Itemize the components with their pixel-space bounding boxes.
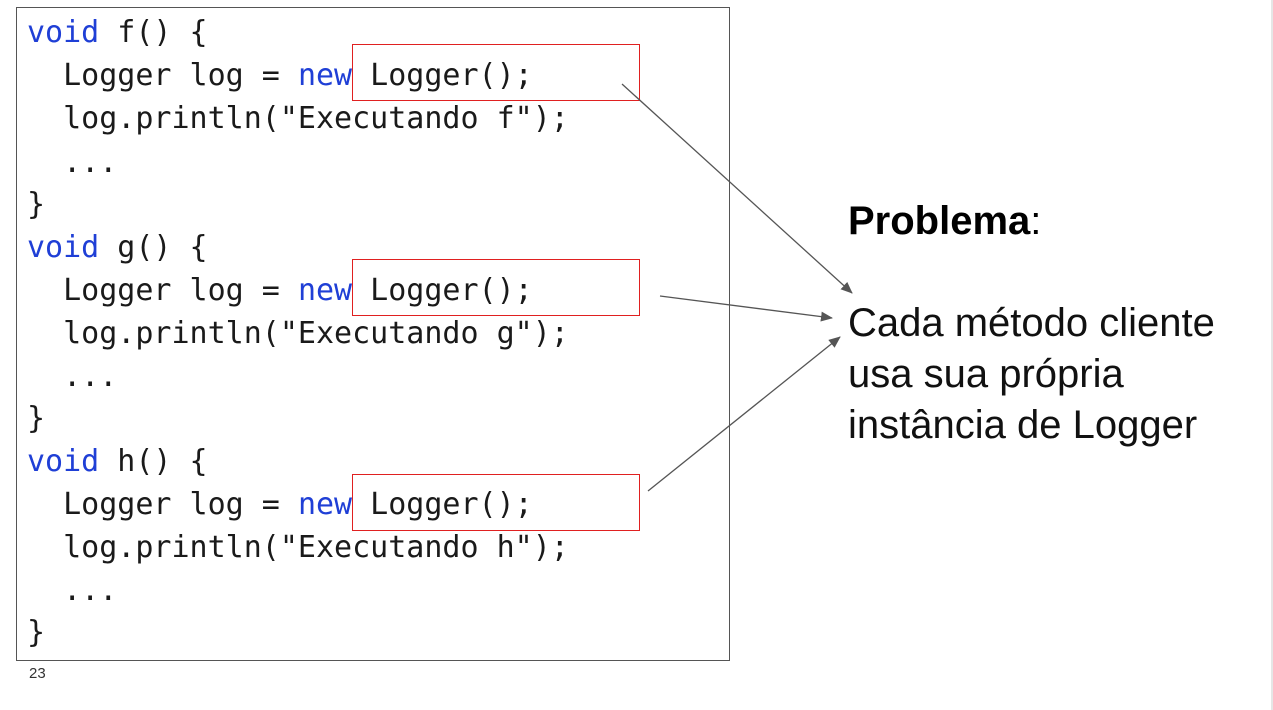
code-line: Logger log = new Logger(); [27,54,533,97]
code-line: ... [27,569,117,612]
code-line: Logger log = new Logger(); [27,269,533,312]
code-text: Logger(); [352,273,533,308]
code-text: log.println("Executando g"); [27,316,569,351]
code-line: ... [27,355,117,398]
code-keyword: void [27,444,100,479]
code-text: log.println("Executando f"); [27,101,569,136]
code-line: void f() { [27,11,208,54]
code-text: ... [27,573,118,608]
arrow-from-h [647,336,841,492]
code-text: } [27,615,46,650]
slide-edge [1271,0,1273,710]
arrow-from-g [659,295,833,322]
code-text: Logger log = [27,58,298,93]
highlight-new-logger-g [352,259,640,316]
code-text: g() { [99,230,208,265]
code-line: log.println("Executando g"); [27,312,569,355]
code-line: log.println("Executando h"); [27,526,569,569]
page-number: 23 [29,665,46,682]
code-line: log.println("Executando f"); [27,97,569,140]
highlight-new-logger-h [352,474,640,531]
arrow-from-f [621,83,853,294]
code-keyword: new [297,58,353,93]
code-text: h() { [99,444,208,479]
code-text: } [27,187,46,222]
code-line: } [27,397,45,440]
code-text: Logger log = [27,273,298,308]
code-keyword: new [297,273,353,308]
code-line: void g() { [27,226,208,269]
code-text: Logger log = [27,487,298,522]
code-text: Logger(); [352,487,533,522]
code-line: } [27,183,45,226]
problem-title-colon: : [1030,199,1042,243]
problem-description: Cada método cliente usa sua própria inst… [848,301,1215,447]
code-line: ... [27,141,117,184]
code-line: void h() { [27,440,208,483]
code-line: Logger log = new Logger(); [27,483,533,526]
highlight-new-logger-f [352,44,640,101]
code-text: ... [27,145,118,180]
code-text: log.println("Executando h"); [27,530,569,565]
code-keyword: void [27,15,100,50]
code-text: ... [27,359,118,394]
code-block: void f() { Logger log = new Logger(); lo… [16,7,730,661]
code-keyword: void [27,230,100,265]
code-line: } [27,611,45,654]
code-text: } [27,401,46,436]
problem-title-bold: Problema [848,199,1031,243]
problem-title: Problema: [848,196,1041,246]
code-text: Logger(); [352,58,533,93]
code-keyword: new [297,487,353,522]
code-text: f() { [99,15,208,50]
